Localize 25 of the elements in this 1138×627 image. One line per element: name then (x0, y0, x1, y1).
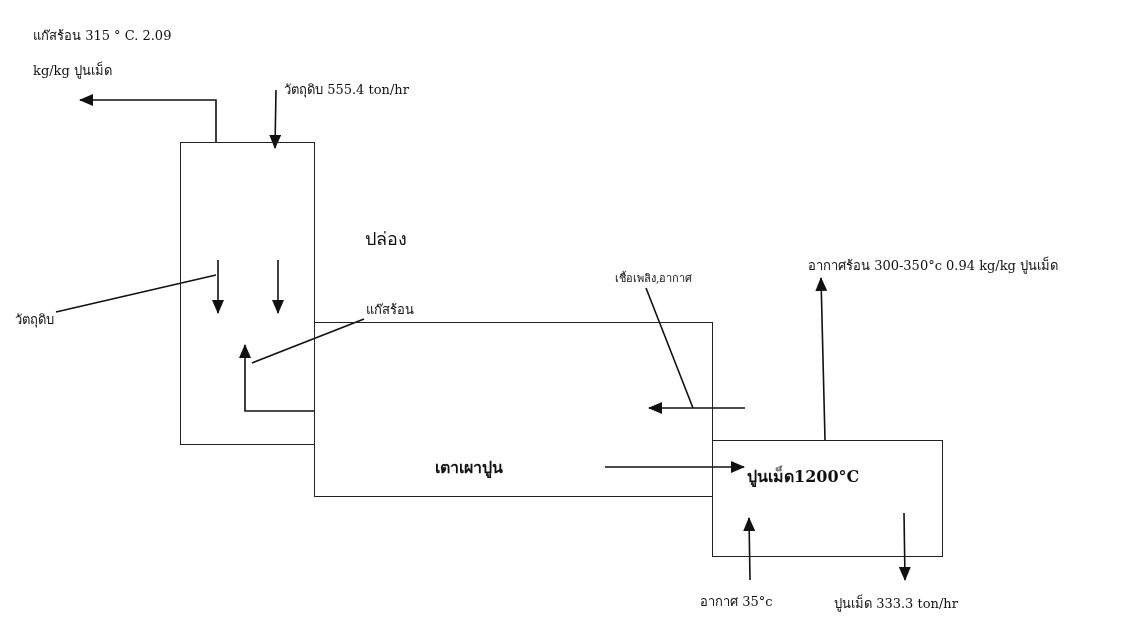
cooler-label: ปูนเม็ด1200°C (747, 467, 860, 488)
kiln-box (314, 322, 713, 497)
arrow (743, 517, 756, 581)
preheater-tower (180, 142, 315, 445)
leader-line (55, 274, 217, 313)
hot-air-label: อากาศร้อน 300-350°c 0.94 kg/kg ปูนเม็ด (808, 258, 1059, 275)
stack-label: ปล่อง (365, 227, 407, 251)
raw-material-label: วัตถุดิบ (15, 312, 54, 329)
kiln-label: เตาเผาปูน (435, 458, 503, 479)
arrow (604, 461, 745, 473)
fuel-air-label: เชื้อเพลิง,อากาศ (615, 272, 693, 287)
arrow (269, 89, 282, 149)
arrow (898, 512, 911, 581)
arrow (648, 402, 746, 414)
leader-line (251, 318, 365, 364)
arrow (815, 277, 828, 441)
leader-line (645, 287, 694, 409)
clinker-output-label: ปูนเม็ด 333.3 ton/hr (834, 596, 958, 613)
cooler-box (712, 440, 943, 557)
gas-outlet-label: แก๊สร้อน 315 ° C. 2.09 kg/kg ปูนเม็ด (33, 18, 183, 88)
arrow (239, 344, 315, 412)
hot-gas-label: แก๊สร้อน (366, 302, 414, 319)
feed-label: วัตถุดิบ 555.4 ton/hr (284, 82, 409, 99)
air-inlet-label: อากาศ 35°c (700, 594, 773, 611)
arrow (79, 94, 217, 143)
